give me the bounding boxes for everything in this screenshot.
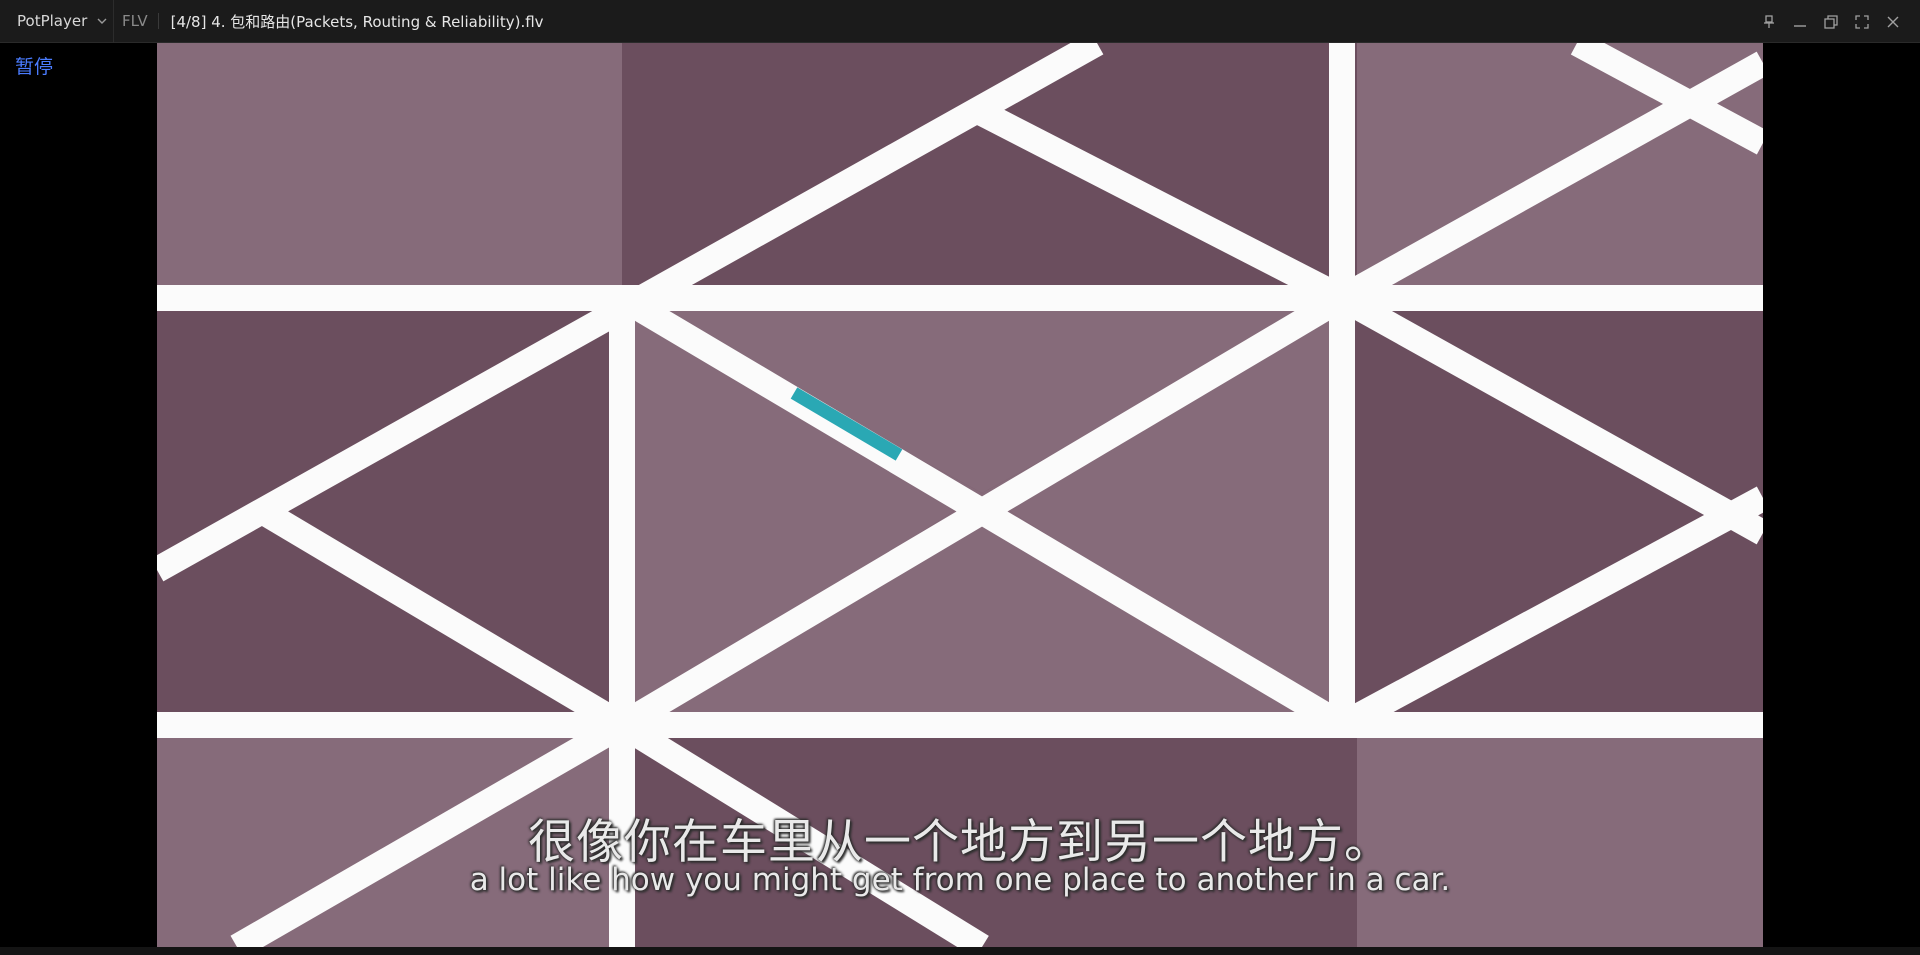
window-controls: [1753, 0, 1908, 43]
subtitle-chinese: 很像你在车里从一个地方到另一个地方。: [528, 815, 1392, 870]
chevron-down-icon: [97, 18, 107, 24]
close-button[interactable]: [1877, 0, 1908, 43]
minimize-icon: [1793, 24, 1806, 27]
playback-status-osd: 暂停: [15, 56, 54, 78]
title-separator: [157, 13, 159, 29]
tile-light: [157, 43, 622, 298]
restore-button[interactable]: [1815, 0, 1846, 43]
title-bar[interactable]: PotPlayer FLV [4/8] 4. 包和路由(Packets, Rou…: [0, 0, 1920, 43]
restore-icon: [1823, 14, 1838, 29]
app-menu-button[interactable]: PotPlayer: [0, 0, 114, 43]
video-area[interactable]: 很像你在车里从一个地方到另一个地方。 a lot like how you mi…: [157, 43, 1763, 947]
subtitle-english: a lot like how you might get from one pl…: [469, 862, 1451, 898]
tile-light-triangle: [622, 298, 982, 725]
minimize-button[interactable]: [1784, 0, 1815, 43]
packet-marker: [790, 387, 903, 461]
tile-light-triangle: [982, 298, 1342, 725]
pin-icon: [1763, 14, 1774, 28]
road-lines: [157, 43, 1763, 947]
file-title: [4/8] 4. 包和路由(Packets, Routing & Reliabi…: [170, 12, 544, 31]
close-icon: [1887, 16, 1898, 27]
fullscreen-icon: [1854, 14, 1869, 29]
format-label: FLV: [122, 12, 148, 30]
app-name: PotPlayer: [17, 12, 88, 30]
bottom-edge: [0, 947, 1920, 955]
tile-light: [1357, 725, 1763, 947]
tile-light-triangle: [622, 493, 1342, 725]
fullscreen-button[interactable]: [1846, 0, 1877, 43]
video-frame-road-network: [157, 43, 1763, 947]
pin-button[interactable]: [1753, 0, 1784, 43]
tile-light-triangle: [622, 298, 1342, 493]
